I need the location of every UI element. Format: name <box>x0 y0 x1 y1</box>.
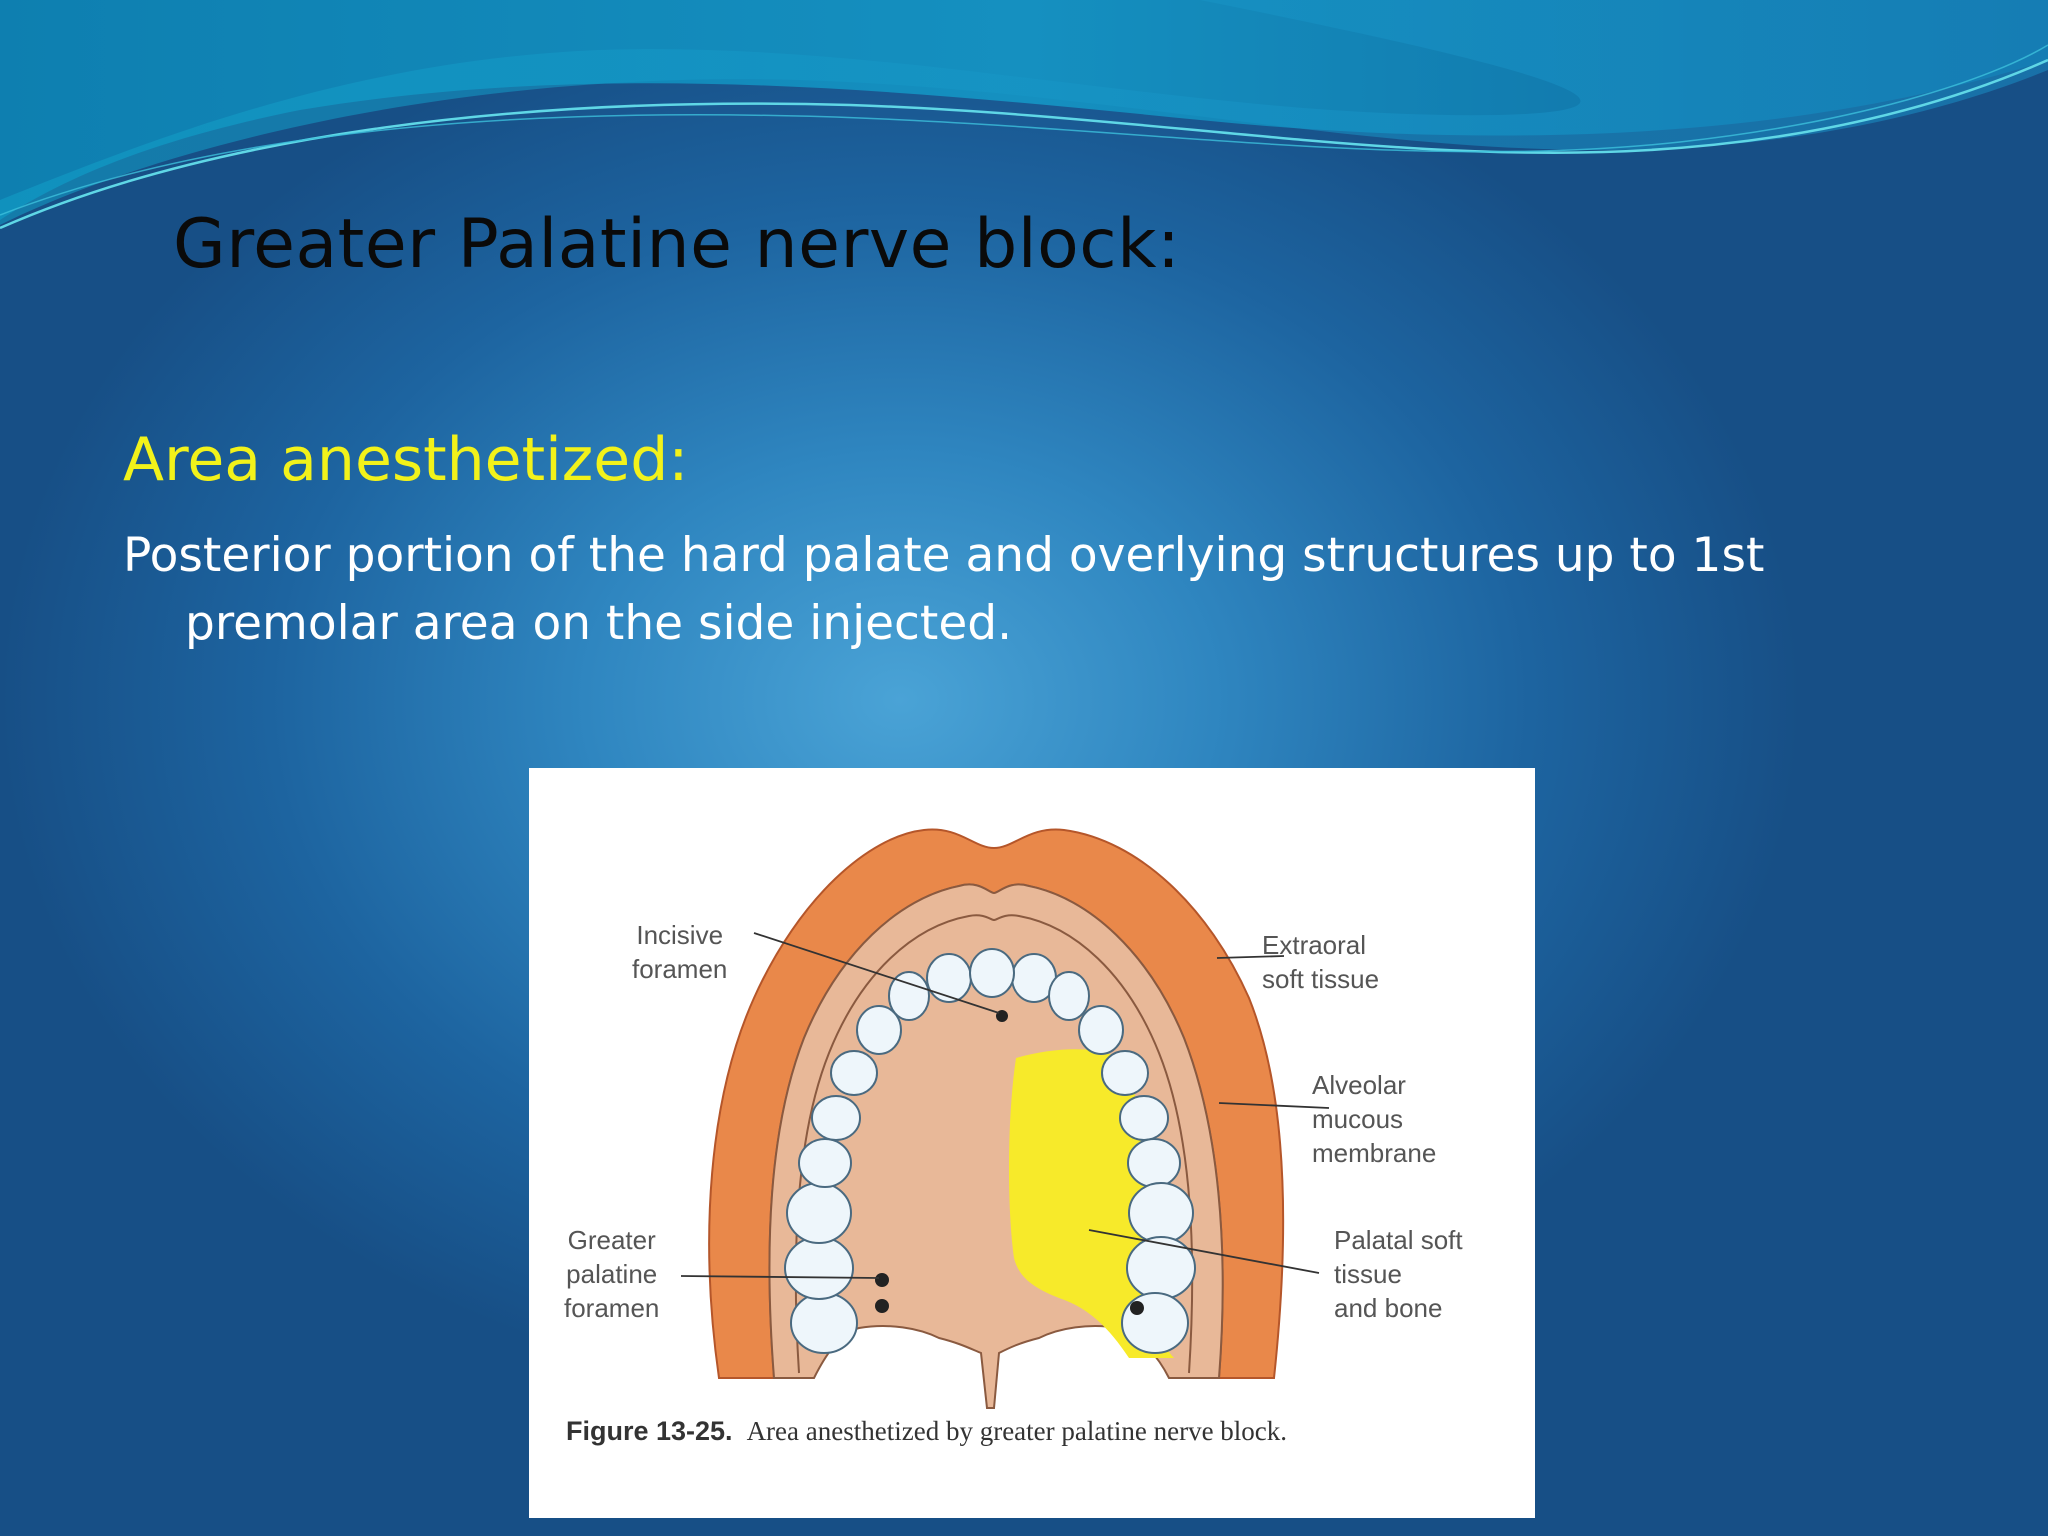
greater-palatine-foramen-dot-3 <box>1130 1301 1144 1315</box>
teeth <box>784 948 1196 1354</box>
label-greater-palatine-foramen: Greater palatine foramen <box>564 1225 660 1323</box>
label-palatal-soft-tissue-bone: Palatal soft tissue and bone <box>1334 1225 1463 1323</box>
label-alveolar-mucous-membrane: Alveolar mucous membrane <box>1312 1070 1437 1168</box>
palate-figure: Incisive foramen Extraoral soft tissue A… <box>529 768 1535 1518</box>
label-extraoral-soft-tissue: Extraoral soft tissue <box>1262 930 1380 994</box>
figure-number: Figure 13-25. <box>566 1416 733 1446</box>
leader-lines <box>680 932 1330 1279</box>
slide-title: Greater Palatine nerve block: <box>173 205 1181 284</box>
decorative-wave-header <box>0 0 2048 230</box>
label-incisive-foramen: Incisive foramen <box>632 920 728 984</box>
greater-palatine-foramen-dot-2 <box>875 1299 889 1313</box>
figure-caption: Figure 13-25. Area anesthetized by greate… <box>566 1416 1287 1447</box>
greater-palatine-foramen-dot-1 <box>875 1273 889 1287</box>
area-anesthetized-heading: Area anesthetized: <box>123 425 689 495</box>
figure-caption-text: Area anesthetized by greater palatine ne… <box>746 1416 1288 1446</box>
palate-illustration <box>680 828 1330 1409</box>
area-description: Posterior portion of the hard palate and… <box>123 528 1765 651</box>
